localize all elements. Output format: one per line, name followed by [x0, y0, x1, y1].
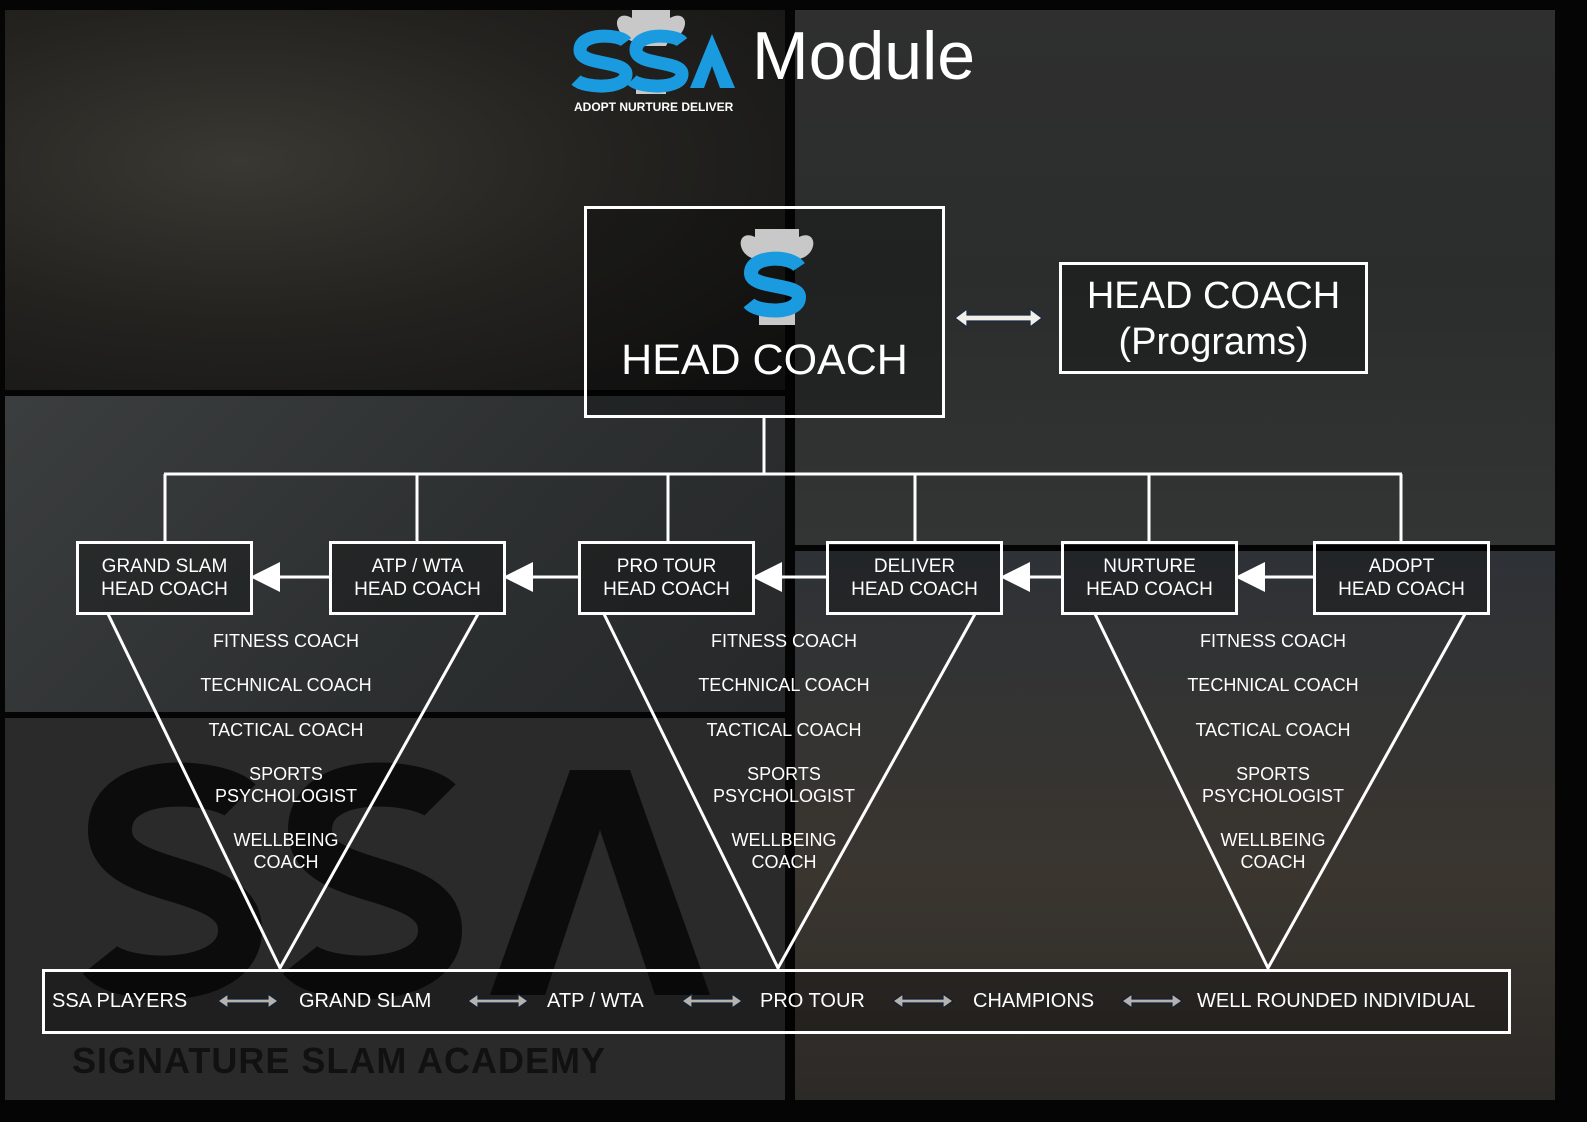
triangle-grand-slam: [106, 613, 480, 972]
box-line2: HEAD COACH: [603, 579, 730, 600]
box-line2: HEAD COACH: [1338, 579, 1465, 600]
staff-item: SPORTS: [249, 764, 323, 784]
programs-line2: (Programs): [1118, 321, 1309, 363]
head-coach-box: HEAD COACH: [584, 206, 945, 418]
staff-item: PSYCHOLOGIST: [1201, 786, 1345, 806]
programs-head-coach-box: HEAD COACH (Programs): [1059, 262, 1368, 374]
box-line1: GRAND SLAM: [101, 556, 228, 577]
pathway-grand-slam: GRAND SLAM: [299, 990, 432, 1012]
pathway-well-rounded-individual: WELL ROUNDED INDIVIDUAL: [1197, 990, 1476, 1012]
staff-item: FITNESS COACH: [1199, 631, 1346, 651]
staff-item: TACTICAL COACH: [1195, 720, 1351, 740]
box-line1: ATP / WTA: [371, 556, 464, 577]
staff-item: TECHNICAL COACH: [1187, 675, 1359, 695]
background-watermark-sub: SIGNATURE SLAM ACADEMY: [72, 1040, 606, 1081]
triangle-adopt: [1093, 613, 1467, 972]
staff-item: WELLBEING: [233, 830, 339, 850]
ssa-logo: [571, 10, 735, 94]
pathway-atp-wta: ATP / WTA: [547, 990, 644, 1012]
box-line2: HEAD COACH: [1086, 579, 1213, 600]
staff-item: PSYCHOLOGIST: [214, 786, 358, 806]
staff-item: COACH: [751, 852, 817, 872]
staff-item: PSYCHOLOGIST: [712, 786, 856, 806]
box-line2: HEAD COACH: [354, 579, 481, 600]
box-line2: HEAD COACH: [851, 579, 978, 600]
staff-item: WELLBEING: [731, 830, 837, 850]
background-site-photo: [795, 551, 1555, 1100]
background-watermark: [82, 762, 710, 1000]
background-site-plan: [5, 396, 785, 712]
staff-item: COACH: [253, 852, 319, 872]
box-line1: NURTURE: [1103, 556, 1196, 577]
programs-line1: HEAD COACH: [1086, 275, 1341, 317]
staff-item: SPORTS: [747, 764, 821, 784]
box-line1: PRO TOUR: [616, 556, 717, 577]
trophy-s-icon: [740, 229, 814, 325]
background-photo-coaches: [5, 10, 785, 390]
box-line1: DELIVER: [873, 556, 956, 577]
background-investor-booklet: [795, 10, 1555, 545]
staff-item: TACTICAL COACH: [208, 720, 364, 740]
staff-item: SPORTS: [1236, 764, 1310, 784]
head-coach-label: HEAD COACH: [621, 336, 908, 384]
triangle-pro-tour: [602, 613, 977, 972]
staff-item: TECHNICAL COACH: [698, 675, 870, 695]
staff-item: WELLBEING: [1220, 830, 1326, 850]
staff-item: COACH: [1240, 852, 1306, 872]
pathway-pro-tour: PRO TOUR: [760, 990, 865, 1012]
staff-item: TECHNICAL COACH: [200, 675, 372, 695]
page-title: Module: [752, 18, 976, 94]
staff-item: FITNESS COACH: [710, 631, 857, 651]
box-line1: ADOPT: [1368, 556, 1435, 577]
pathway-ssa-players: SSA PLAYERS: [52, 990, 188, 1012]
staff-item: TACTICAL COACH: [706, 720, 862, 740]
staff-item: FITNESS COACH: [212, 631, 359, 651]
box-line2: HEAD COACH: [101, 579, 228, 600]
pathway-champions: CHAMPIONS: [973, 990, 1095, 1012]
player-pathway-bar: [42, 969, 1511, 1034]
logo-tagline: ADOPT NURTURE DELIVER: [574, 100, 734, 114]
